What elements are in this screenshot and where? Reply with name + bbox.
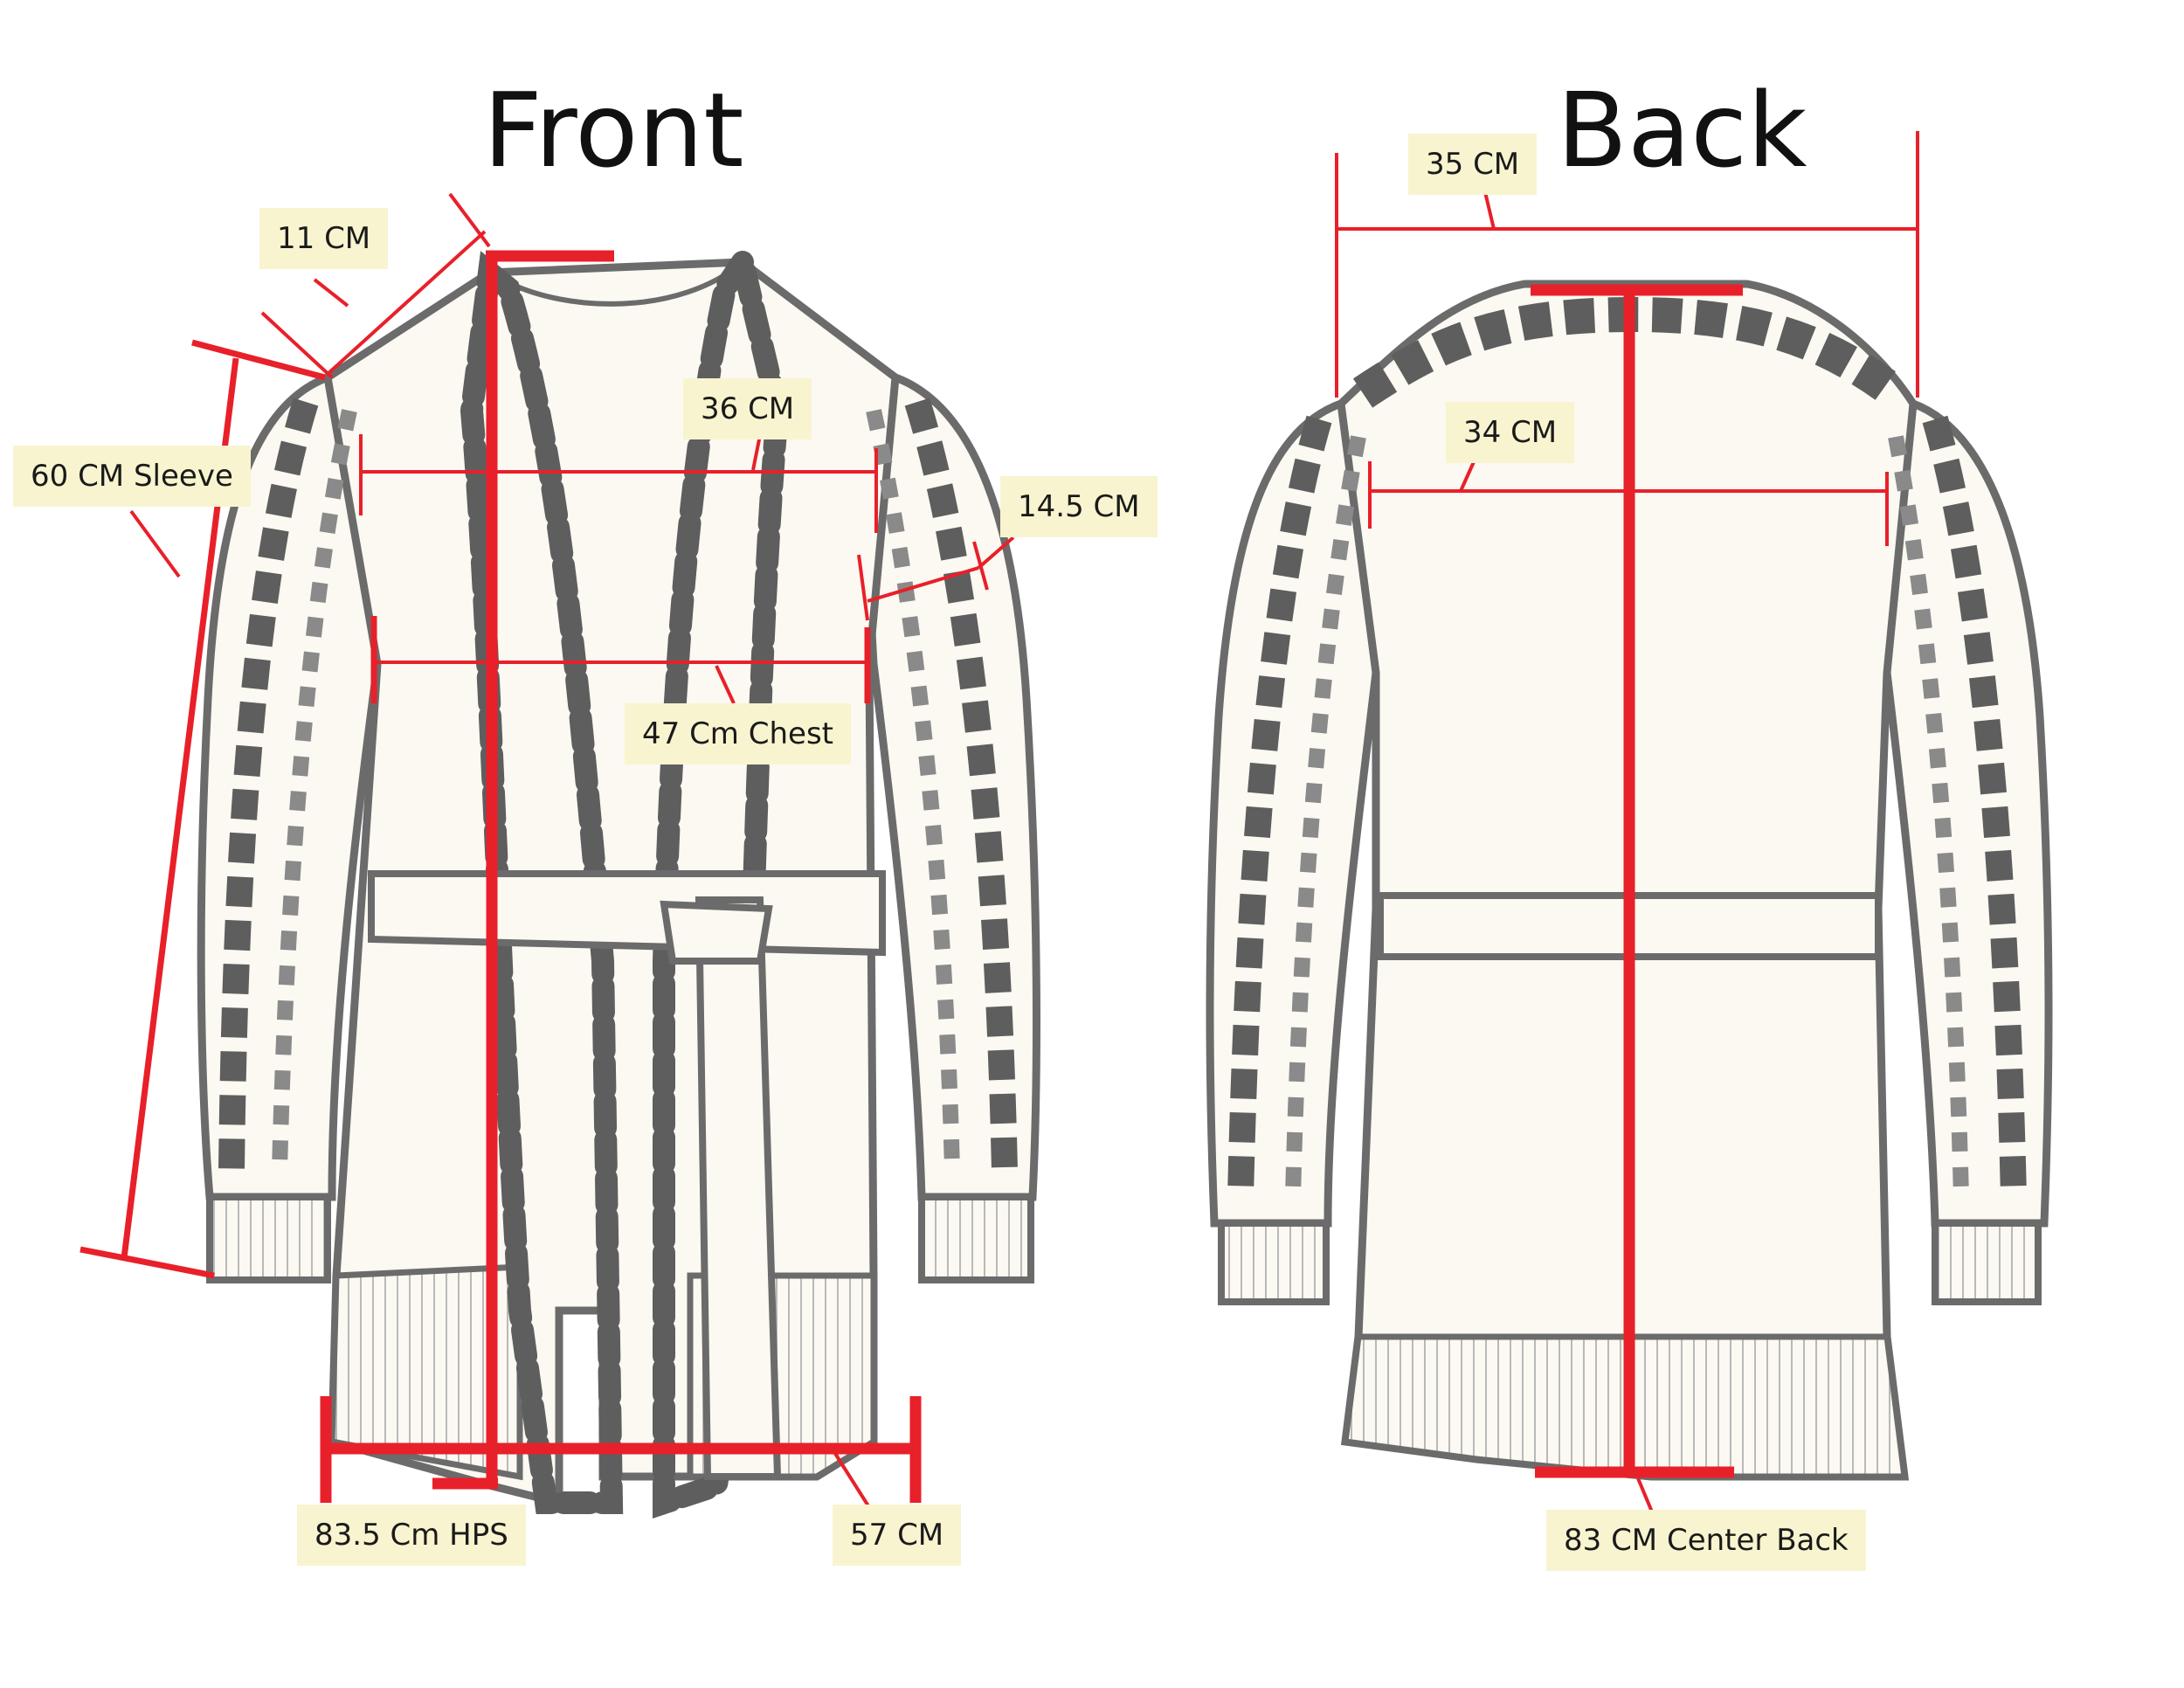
front-right-cuff xyxy=(918,1193,1034,1283)
sleeve-leader xyxy=(129,509,181,578)
front-belt-tie xyxy=(695,896,782,1480)
back-right-sleeve-lace xyxy=(1922,415,2027,1198)
measurement-lines xyxy=(79,131,1919,1521)
back-left-cuff xyxy=(1218,1220,1330,1305)
sleeve-bottom-tick xyxy=(79,1246,215,1279)
front-shoulder-tick-a xyxy=(260,311,334,379)
front-view-title: Front xyxy=(483,70,744,190)
center-back-label: 83 CM Center Back xyxy=(1546,1510,1866,1571)
hem-label: 57 CM xyxy=(833,1505,962,1566)
bicep-line xyxy=(867,566,979,603)
front-shoulder-leader xyxy=(313,278,349,308)
chest-label: 47 Cm Chest xyxy=(625,703,851,764)
front-right-sleeve-lace xyxy=(904,398,1018,1172)
back-shoulder-label: 35 CM xyxy=(1408,134,1538,195)
front-garment xyxy=(197,233,1040,1519)
front-across-label: 36 CM xyxy=(683,378,812,439)
back-left-sleeve-lace xyxy=(1227,415,1332,1198)
back-shoulder-leader xyxy=(1483,191,1496,230)
hps-length-label: 83.5 Cm HPS xyxy=(297,1505,526,1566)
sleeve-length-line xyxy=(121,357,239,1259)
hem-leader xyxy=(833,1450,874,1513)
bicep-tick-a xyxy=(857,554,869,621)
back-left-sleeve-lace-inner xyxy=(1285,435,1366,1198)
chest-leader xyxy=(715,665,736,704)
bicep-leader xyxy=(977,536,1015,570)
back-right-sleeve-lace-inner xyxy=(1888,435,1969,1198)
back-right-sleeve xyxy=(1874,398,2053,1228)
back-across-label: 34 CM xyxy=(1446,402,1575,463)
front-right-sleeve-lace-inner xyxy=(866,409,960,1172)
sleeve-length-label: 60 CM Sleeve xyxy=(13,446,251,507)
bicep-label: 14.5 CM xyxy=(1000,476,1158,537)
front-shoulder-line xyxy=(326,230,487,376)
back-view-title: Back xyxy=(1557,70,1807,190)
front-belt-knot xyxy=(660,900,773,965)
front-left-sleeve-lace xyxy=(218,398,319,1172)
front-hem-rib xyxy=(328,1263,523,1481)
front-left-lace-band xyxy=(460,251,624,1514)
front-shoulder-label: 11 CM xyxy=(259,208,389,269)
front-across-leader xyxy=(751,434,762,471)
front-shoulder-tick-b xyxy=(448,192,491,248)
front-inner-neckline xyxy=(501,259,744,307)
sleeve-top-tick xyxy=(191,339,326,381)
back-left-sleeve xyxy=(1206,398,1385,1228)
front-left-cuff xyxy=(206,1193,331,1283)
front-belt xyxy=(368,870,886,957)
front-left-sleeve-lace-inner xyxy=(272,409,357,1172)
back-right-cuff xyxy=(1932,1220,2042,1305)
